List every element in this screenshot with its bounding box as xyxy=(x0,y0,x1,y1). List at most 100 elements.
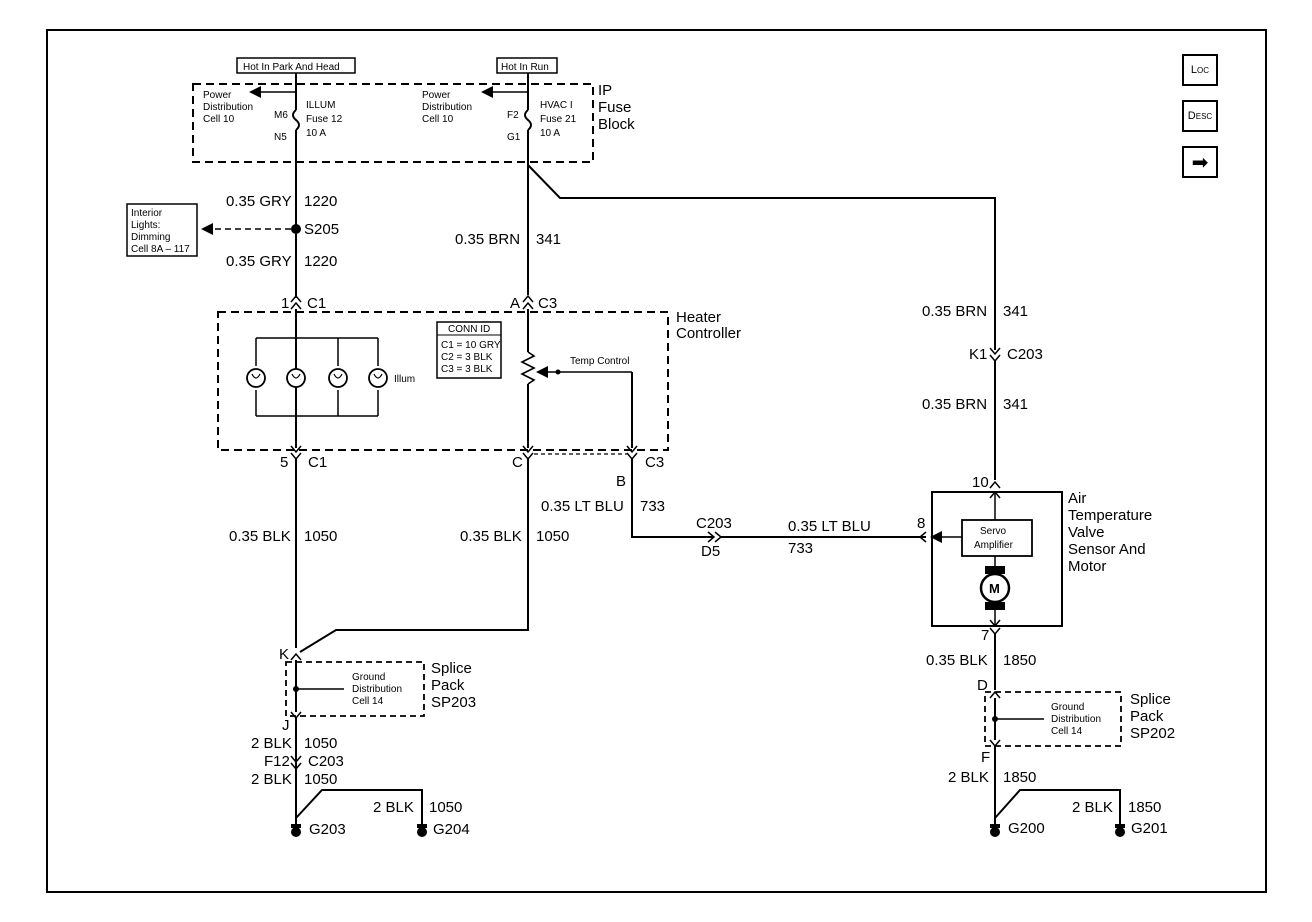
wire-brn-num: 341 xyxy=(536,231,561,248)
illum-label: Illum xyxy=(394,374,415,385)
ground-g201-icon xyxy=(1115,824,1125,837)
servo-amplifier-box xyxy=(961,519,1033,557)
wire-b2b-gauge: 2 BLK xyxy=(251,771,292,788)
c1-bottom-label: C1 xyxy=(308,454,327,471)
pd2-line3: Cell 10 xyxy=(422,114,454,125)
sp202-title-3: SP202 xyxy=(1130,725,1175,742)
ip-fuse-title-2: Fuse xyxy=(598,99,631,116)
actuator-title-2: Temperature xyxy=(1068,507,1152,524)
ground-g200-icon xyxy=(990,824,1000,837)
sp202-ground-2: Distribution xyxy=(1051,714,1101,725)
pin-d: D xyxy=(977,677,988,694)
bulb-2-icon xyxy=(286,368,306,388)
wire-ltblu1-gauge: 0.35 LT BLU xyxy=(541,498,624,515)
wire-blk3-num: 1850 xyxy=(1003,652,1036,669)
wire-b2c-gauge: 2 BLK xyxy=(373,799,414,816)
temp-control-label: Temp Control xyxy=(570,356,629,367)
bulb-4-icon xyxy=(368,338,388,416)
wire-blk1-num: 1050 xyxy=(304,528,337,545)
wire-b2d-gauge: 2 BLK xyxy=(948,769,989,786)
pin-j: J xyxy=(282,717,290,734)
splice-pack-sp202-outline xyxy=(984,691,1122,747)
wire-ltblu2-num: 733 xyxy=(788,540,813,557)
interior-l2: Lights: xyxy=(131,220,160,231)
next-page-button[interactable]: ➡ xyxy=(1182,146,1218,178)
ground-g204-label: G204 xyxy=(433,821,470,838)
description-button-sub2: S xyxy=(1201,111,1207,121)
conn-id-box xyxy=(436,321,502,379)
wire-1850-branch xyxy=(994,789,1121,824)
pin-8: 8 xyxy=(917,515,925,532)
ground-g204-icon xyxy=(417,824,427,837)
pin-10: 10 xyxy=(972,474,989,491)
location-button-sub1: O xyxy=(1197,65,1204,75)
ip-fuse-title-3: Block xyxy=(598,116,635,133)
heater-title-2: Controller xyxy=(676,325,741,342)
c203-right-label: C203 xyxy=(1007,346,1043,363)
c3-top-label: C3 xyxy=(538,295,557,312)
hvac-fuse-l2: Fuse 21 xyxy=(540,114,577,125)
illum-fuse-symbol xyxy=(292,109,300,131)
location-button-sub2: C xyxy=(1203,65,1210,75)
interior-l4: Cell 8A – 117 xyxy=(131,244,190,255)
wire-b2e-gauge: 2 BLK xyxy=(1072,799,1113,816)
conn-id-c1: C1 = 10 GRY xyxy=(441,340,501,351)
wire-gry2-gauge: 0.35 GRY xyxy=(226,253,292,270)
hot-park-label: Hot In Park And Head xyxy=(243,62,340,73)
pd1-line2: Distribution xyxy=(203,102,253,113)
location-button-main: L xyxy=(1190,64,1198,76)
description-button-sub3: C xyxy=(1206,111,1213,121)
wire-b2b-num: 1050 xyxy=(304,771,337,788)
wire-1050-branch xyxy=(295,789,423,824)
wire-gry2-num: 1220 xyxy=(304,253,337,270)
conn-id-title: CONN ID xyxy=(448,324,490,335)
c3-pin-b: B xyxy=(616,473,626,490)
wire-blk3-gauge: 0.35 BLK xyxy=(926,652,988,669)
illum-fuse-l3: 10 A xyxy=(306,128,326,139)
motor-letter: M xyxy=(989,581,1000,596)
interior-lights-box xyxy=(126,203,198,257)
wire-blk2-num: 1050 xyxy=(536,528,569,545)
wire-b2c-num: 1050 xyxy=(429,799,462,816)
c1-top-label: C1 xyxy=(307,295,326,312)
sp202-ground-3: Cell 14 xyxy=(1051,726,1083,737)
pin-g1: G1 xyxy=(507,132,521,143)
temp-control-potentiometer xyxy=(520,351,536,385)
air-temp-actuator-box xyxy=(931,491,1063,627)
c1-pin-5: 5 xyxy=(280,454,288,471)
s205-splice-dot xyxy=(291,224,301,234)
bulb-1-icon xyxy=(246,338,266,416)
sp203-title-3: SP203 xyxy=(431,694,476,711)
pin-k: K xyxy=(279,646,289,663)
splice-pack-sp203-outline xyxy=(285,661,425,717)
c2-pin-c: C xyxy=(512,454,523,471)
wire-b2a-gauge: 2 BLK xyxy=(251,735,292,752)
arrow-right-icon: ➡ xyxy=(1191,151,1209,174)
sp203-title-1: Splice xyxy=(431,660,472,677)
s205-label: S205 xyxy=(304,221,339,238)
pd1-line1: Power xyxy=(203,90,232,101)
hot-run-label: Hot In Run xyxy=(501,62,549,73)
wire-brn2-gauge: 0.35 BRN xyxy=(922,303,987,320)
heater-title-1: Heater xyxy=(676,309,721,326)
pd2-line1: Power xyxy=(422,90,451,101)
wire-blk2-gauge: 0.35 BLK xyxy=(460,528,522,545)
diagram-frame xyxy=(46,29,1267,893)
wire-gry1-num: 1220 xyxy=(304,193,337,210)
hvac-fuse-l3: 10 A xyxy=(540,128,560,139)
description-button-main: D xyxy=(1187,110,1196,122)
wire-brn3-num: 341 xyxy=(1003,396,1028,413)
actuator-title-3: Valve xyxy=(1068,524,1104,541)
wire-733-left xyxy=(631,459,714,538)
pin-f: F xyxy=(981,749,990,766)
ground-g201-label: G201 xyxy=(1131,820,1168,837)
sp202-title-1: Splice xyxy=(1130,691,1171,708)
wire-1050-right xyxy=(299,459,529,653)
interior-l3: Dimming xyxy=(131,232,170,243)
sp203-ground-2: Distribution xyxy=(352,684,402,695)
wire-b2a-num: 1050 xyxy=(304,735,337,752)
bulb-3-icon xyxy=(328,338,348,416)
